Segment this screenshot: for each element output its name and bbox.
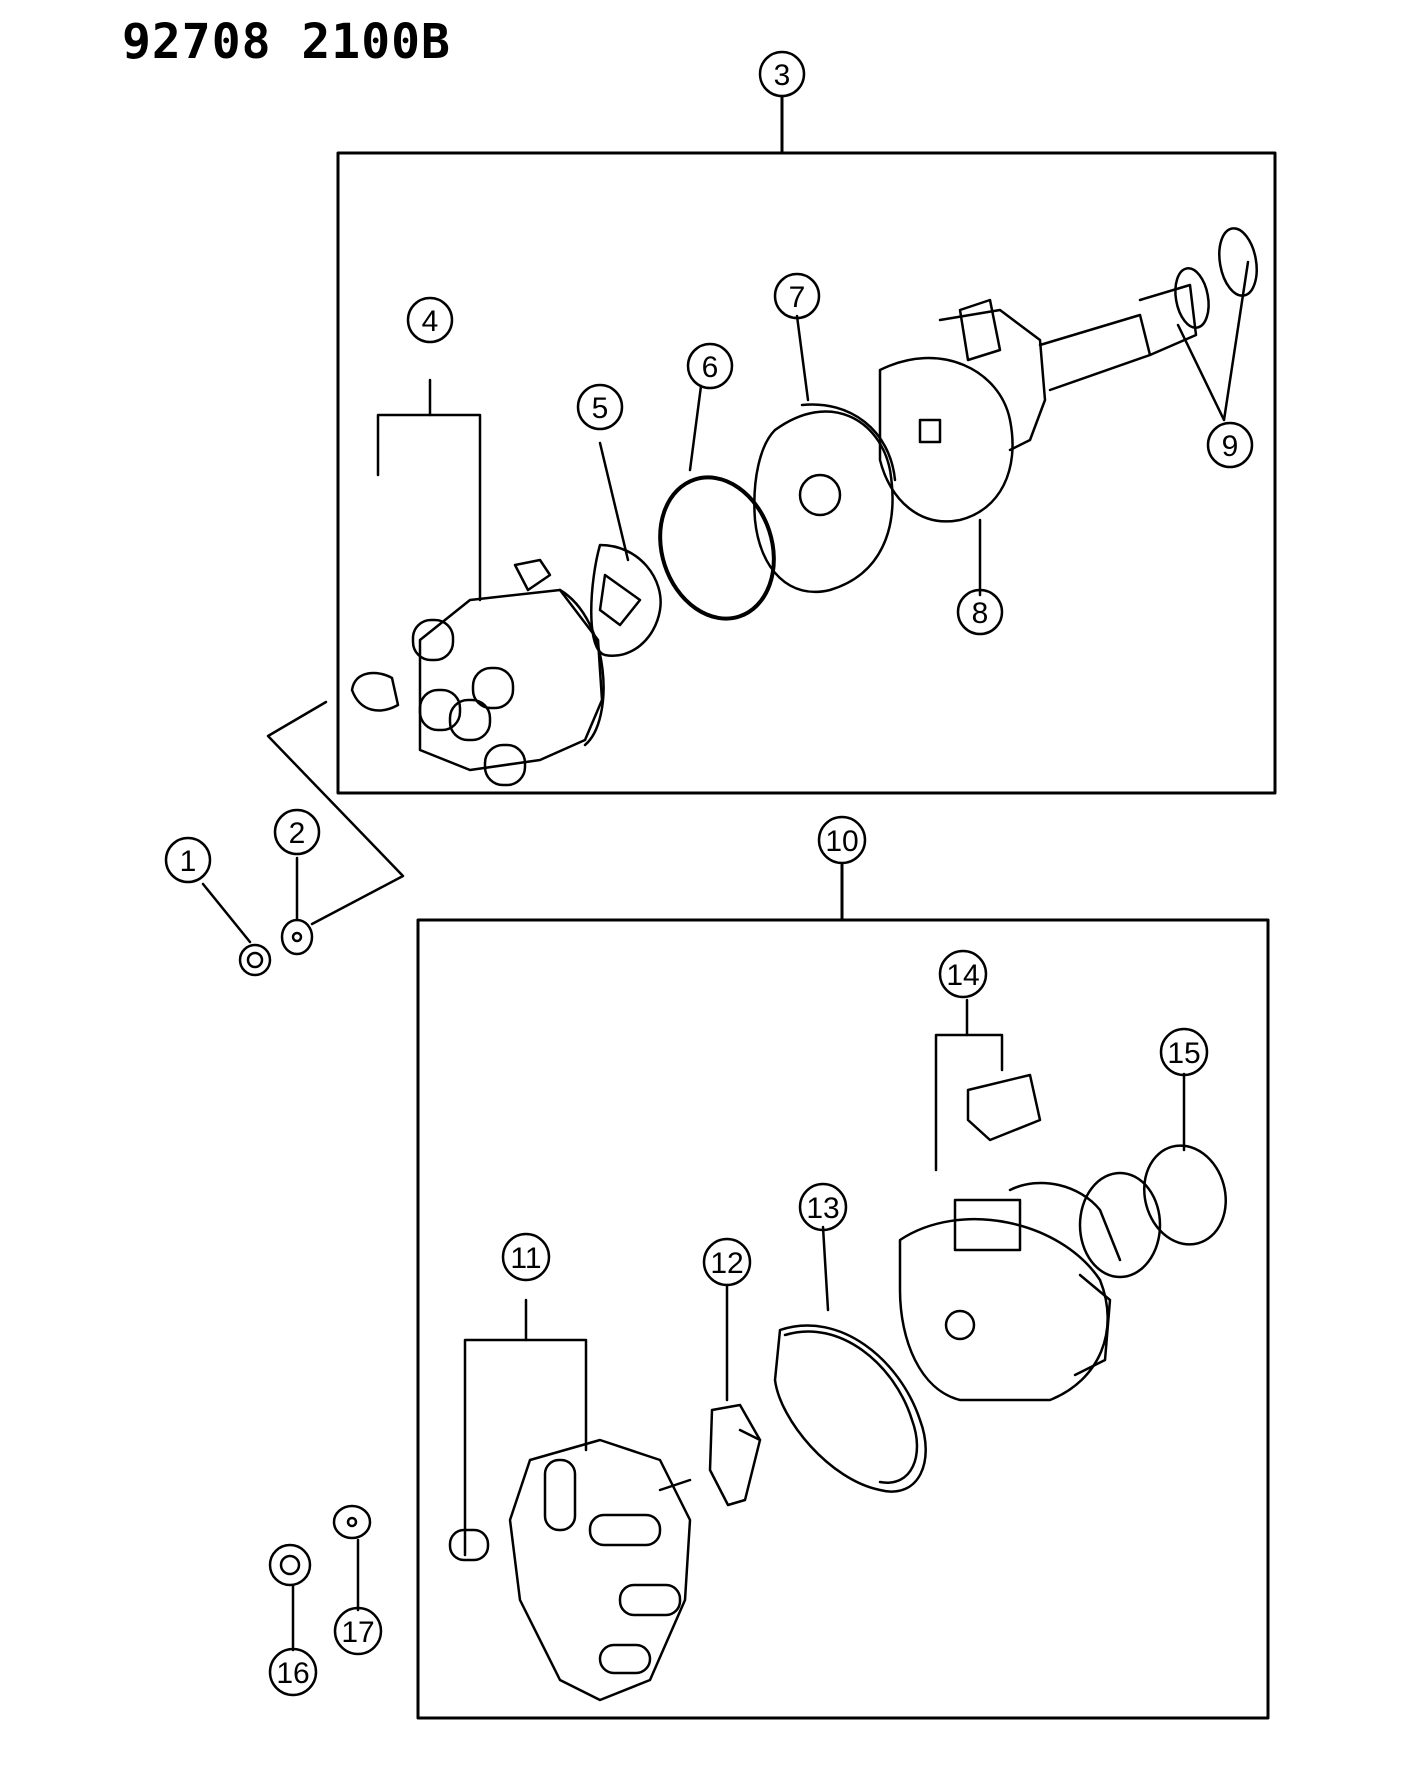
svg-text:10: 10 — [825, 825, 858, 858]
gasket-lower — [773, 1225, 927, 1493]
nut-16 — [268, 1543, 312, 1652]
nut-1 — [201, 882, 272, 977]
shield-cover-upper — [753, 314, 897, 594]
svg-text:9: 9 — [1222, 430, 1239, 463]
svg-text:4: 4 — [422, 305, 439, 338]
callout-11: 11 — [501, 1232, 551, 1282]
svg-text:14: 14 — [946, 959, 979, 992]
callout-1: 1 — [164, 836, 212, 884]
svg-text:16: 16 — [276, 1657, 309, 1690]
callout-14: 14 — [938, 949, 988, 999]
leader-cap-to-fasteners — [266, 700, 405, 926]
callout-3: 3 — [758, 50, 806, 98]
assembly-3-frame — [336, 151, 1277, 795]
svg-text:3: 3 — [774, 59, 791, 92]
distributor-housing-lower — [898, 1171, 1162, 1402]
callout-6: 6 — [686, 342, 734, 390]
callout-16: 16 — [268, 1647, 318, 1697]
callout-15: 15 — [1159, 1027, 1209, 1077]
callout-17: 17 — [333, 1606, 383, 1656]
callout-10: 10 — [817, 815, 867, 865]
distributor-housing-upper — [878, 283, 1198, 597]
svg-text:1: 1 — [180, 845, 197, 878]
rotor-upper — [590, 441, 662, 658]
o-ring-15 — [1143, 1072, 1227, 1246]
distributor-cap-upper — [350, 378, 605, 787]
drawing-code: 92708 — [122, 14, 272, 70]
o-rings-9 — [1174, 227, 1258, 422]
pickup-connector-lower — [934, 998, 1042, 1172]
svg-text:6: 6 — [702, 351, 719, 384]
callout-12: 12 — [702, 1237, 752, 1287]
callout-13: 13 — [798, 1182, 848, 1232]
drawing-code-header: 92708 2100B — [122, 14, 451, 70]
svg-text:8: 8 — [972, 597, 989, 630]
svg-text:15: 15 — [1167, 1037, 1200, 1070]
washer-2 — [280, 856, 314, 956]
svg-text:13: 13 — [806, 1192, 839, 1225]
assembly-10-frame — [416, 918, 1270, 1720]
callout-7: 7 — [773, 272, 821, 320]
washer-17 — [332, 1504, 372, 1612]
distributor-cap-lower — [448, 1298, 692, 1702]
svg-text:5: 5 — [592, 392, 609, 425]
svg-text:11: 11 — [510, 1242, 541, 1275]
drawing-suffix: 2100B — [301, 14, 451, 70]
svg-text:12: 12 — [710, 1247, 743, 1280]
callout-9: 9 — [1206, 421, 1254, 469]
rotor-lower — [708, 1283, 762, 1507]
svg-text:17: 17 — [341, 1616, 374, 1649]
svg-text:2: 2 — [289, 817, 306, 850]
callout-2: 2 — [273, 808, 321, 856]
svg-text:7: 7 — [789, 281, 806, 314]
callout-4: 4 — [406, 296, 454, 344]
callout-8: 8 — [956, 588, 1004, 636]
o-ring-upper — [658, 384, 776, 621]
callout-5: 5 — [576, 383, 624, 431]
